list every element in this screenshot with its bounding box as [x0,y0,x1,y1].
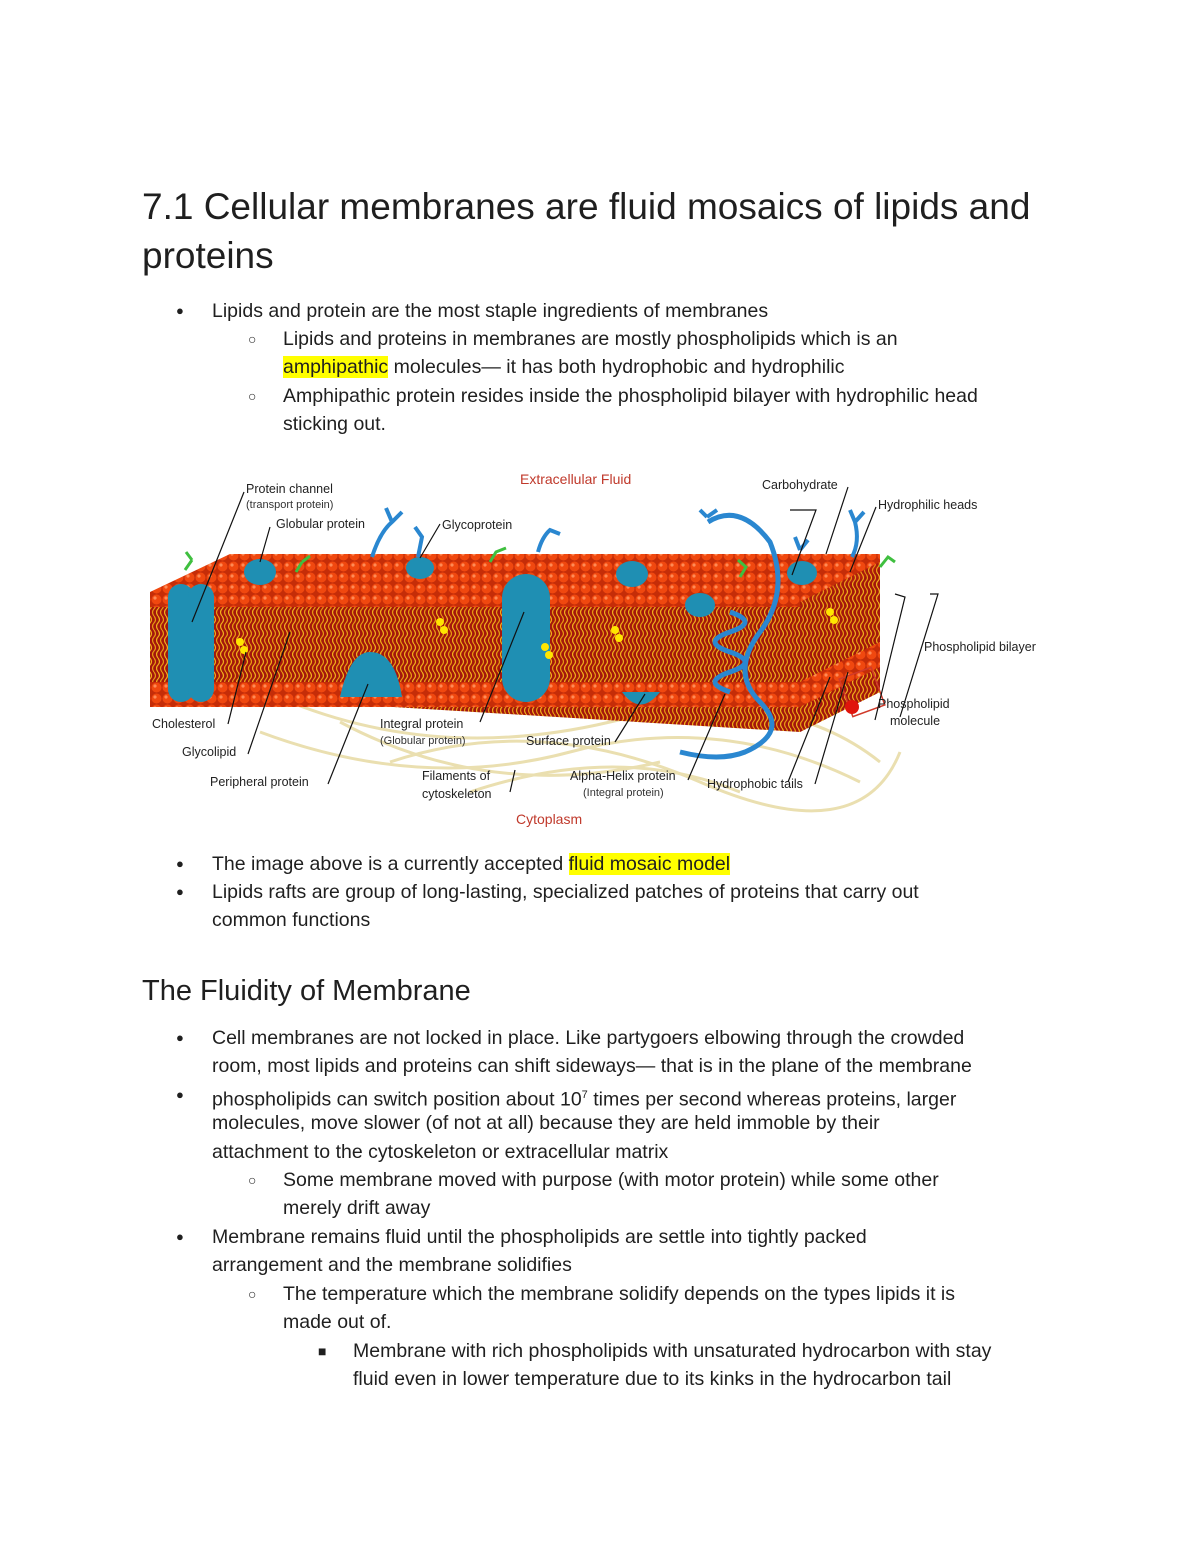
label-alpha-helix-protein: Alpha-Helix protein [570,769,676,783]
carbohydrate-chains [370,507,866,558]
bullet-text: Lipids rafts are group of long-lasting, … [212,881,919,903]
label-hydrophobic-tails: Hydrophobic tails [707,777,803,791]
bullet-text: made out of. [283,1311,392,1333]
label-phospholipid: Phospholipid [878,697,950,711]
bullet-text: amphipathic molecules— it has both hydro… [283,353,1073,382]
bullet-text: fluid even in lower temperature due to i… [353,1368,952,1390]
label-transport-protein: (transport protein) [246,499,333,511]
bullet-hollow: ○ [248,388,257,404]
bullet-text: Membrane with rich phospholipids with un… [353,1340,992,1362]
section-heading: The Fluidity of Membrane [142,975,471,1007]
bullet-square: ■ [318,1343,327,1359]
bullet-text: Amphipathic protein resides inside the p… [283,385,978,407]
bullet-text: merely drift away [283,1197,431,1219]
label-extracellular-fluid: Extracellular Fluid [520,471,631,487]
label-cytoskeleton: cytoskeleton [422,787,492,801]
page-title: 7.1 Cellular membranes are fluid mosaics… [142,186,1031,276]
bullet-text: The image above is a currently accepted … [212,850,1072,879]
label-filaments-of: Filaments of [422,769,491,783]
bullet-text: room, most lipids and proteins can shift… [212,1055,972,1077]
bullet-text: Cell membranes are not locked in place. … [212,1027,965,1049]
cholesterol-molecules [236,608,838,659]
label-protein-channel: Protein channel [246,482,333,496]
highlight-fluid-mosaic-model: fluid mosaic model [568,853,731,875]
bullet-text: Lipids and proteins in membranes are mos… [283,328,898,350]
bullet-text: phospholipids can switch position about … [212,1081,1072,1114]
phospholipid-molecule-callout [838,666,886,718]
bullet-hollow: ○ [248,1286,257,1302]
membrane-proteins [168,557,817,705]
bullet-filled: ● [176,1229,184,1244]
label-cholesterol: Cholesterol [152,717,215,731]
bullet-hollow: ○ [248,331,257,347]
label-carbohydrate: Carbohydrate [762,478,838,492]
label-hydrophilic-heads: Hydrophilic heads [878,498,977,512]
label-cytoplasm: Cytoplasm [516,811,582,827]
bullet-text: sticking out. [283,413,386,435]
bullet-text: attachment to the cytoskeleton or extrac… [212,1141,669,1163]
bullet-text: The temperature which the membrane solid… [283,1283,956,1305]
bullet-filled: ● [176,303,184,318]
label-surface-protein: Surface protein [526,734,611,748]
bullet-text: Lipids and protein are the most staple i… [212,300,769,322]
text-run: phospholipids can switch position about … [212,1088,582,1111]
bullet-text: molecules, move slower (of not at all) b… [212,1112,880,1134]
text-run: molecules— it has both hydrophobic and h… [388,356,845,378]
label-integral-protein-paren: (Integral protein) [583,787,664,799]
glycolipid-chains [183,546,896,578]
text-run: The image above is a currently accepted [212,853,569,875]
bullet-filled: ● [176,1087,184,1102]
label-globular-protein: Globular protein [276,517,365,531]
label-peripheral-protein: Peripheral protein [210,775,309,789]
bullet-text: Some membrane moved with purpose (with m… [283,1169,939,1191]
bullet-text: arrangement and the membrane solidifies [212,1254,572,1276]
fluid-mosaic-diagram: Extracellular Fluid Protein channel (tra… [150,471,1036,827]
bullet-text: Membrane remains fluid until the phospho… [212,1226,867,1248]
bullet-filled: ● [176,856,184,871]
label-glycoprotein: Glycoprotein [442,518,512,532]
bullet-text: common functions [212,909,371,931]
label-phospholipid-bilayer: Phospholipid bilayer [924,640,1036,654]
bullet-filled: ● [176,884,184,899]
label-integral-protein: Integral protein [380,717,463,731]
highlight-amphipathic: amphipathic [283,356,389,378]
label-globular-protein-paren: (Globular protein) [380,735,466,747]
superscript: 7 [581,1089,588,1101]
text-run: times per second whereas proteins, large… [587,1088,957,1111]
label-glycolipid: Glycolipid [182,745,236,759]
bullet-hollow: ○ [248,1172,257,1188]
label-molecule: molecule [890,714,940,728]
bullet-filled: ● [176,1030,184,1045]
label-leader-lines [191,486,939,793]
alpha-helix-protein [679,512,781,760]
